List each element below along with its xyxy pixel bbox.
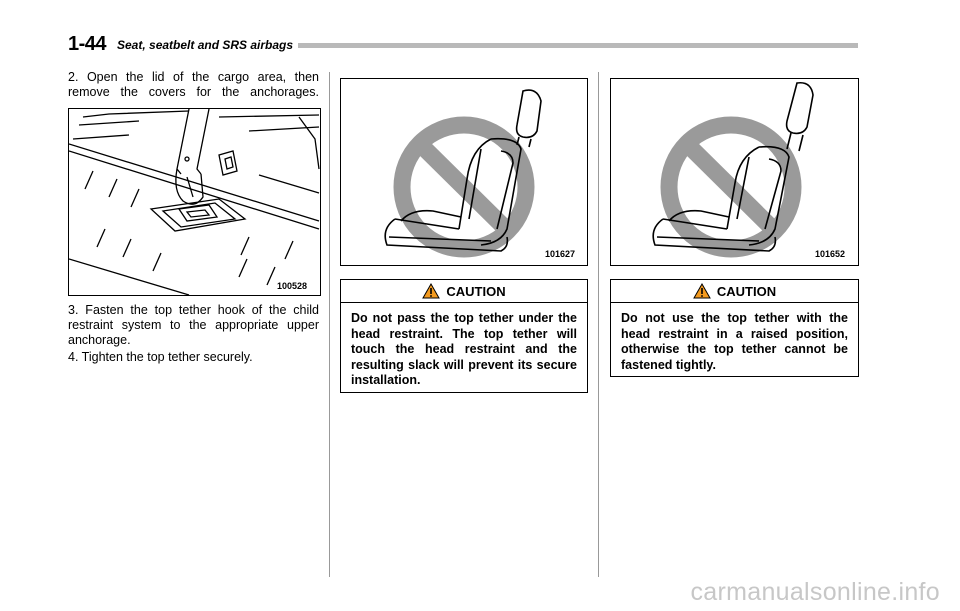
caution-title: CAUTION	[716, 283, 777, 299]
step-4-text: 4. Tighten the top tether securely.	[68, 350, 253, 364]
seat-illustration	[652, 81, 814, 258]
cargo-anchorage-figure: 100528	[68, 108, 321, 296]
column-divider	[598, 72, 599, 577]
page-header: 1-44 Seat, seatbelt and SRS airbags	[68, 28, 858, 55]
step-3-text: 3. Fasten the top tether hook of the chi…	[68, 303, 319, 347]
caution-title: CAUTION	[446, 283, 506, 299]
caution-text: Do not pass the top tether under the hea…	[351, 311, 577, 387]
caution-header: CAUTION	[611, 280, 858, 303]
seat-prohibited-figure: 101627	[340, 78, 588, 266]
page-number: 1-44	[68, 33, 107, 55]
step-2-text: 2. Open the lid of the cargo area, then …	[68, 70, 319, 99]
watermark: carmanualsonline.info	[690, 578, 940, 606]
column-divider	[329, 72, 330, 577]
caution-text: Do not use the top tether with the head …	[621, 311, 848, 372]
seat-prohibited-figure: 101652	[610, 78, 859, 266]
seat-illustration	[384, 89, 542, 258]
warning-triangle-icon	[422, 283, 441, 299]
caution-box: CAUTION Do not pass the top tether under…	[340, 279, 588, 393]
caution-box: CAUTION Do not use the top tether with t…	[610, 279, 859, 377]
figure-code: 101627	[545, 249, 576, 259]
section-title: Seat, seatbelt and SRS airbags	[117, 38, 294, 52]
cargo-anchorage-illustration	[69, 109, 320, 295]
figure-code: 100528	[277, 281, 308, 291]
caution-header: CAUTION	[341, 280, 587, 303]
warning-triangle-icon	[693, 283, 711, 299]
figure-code: 101652	[815, 249, 846, 259]
header-rule	[298, 43, 858, 48]
